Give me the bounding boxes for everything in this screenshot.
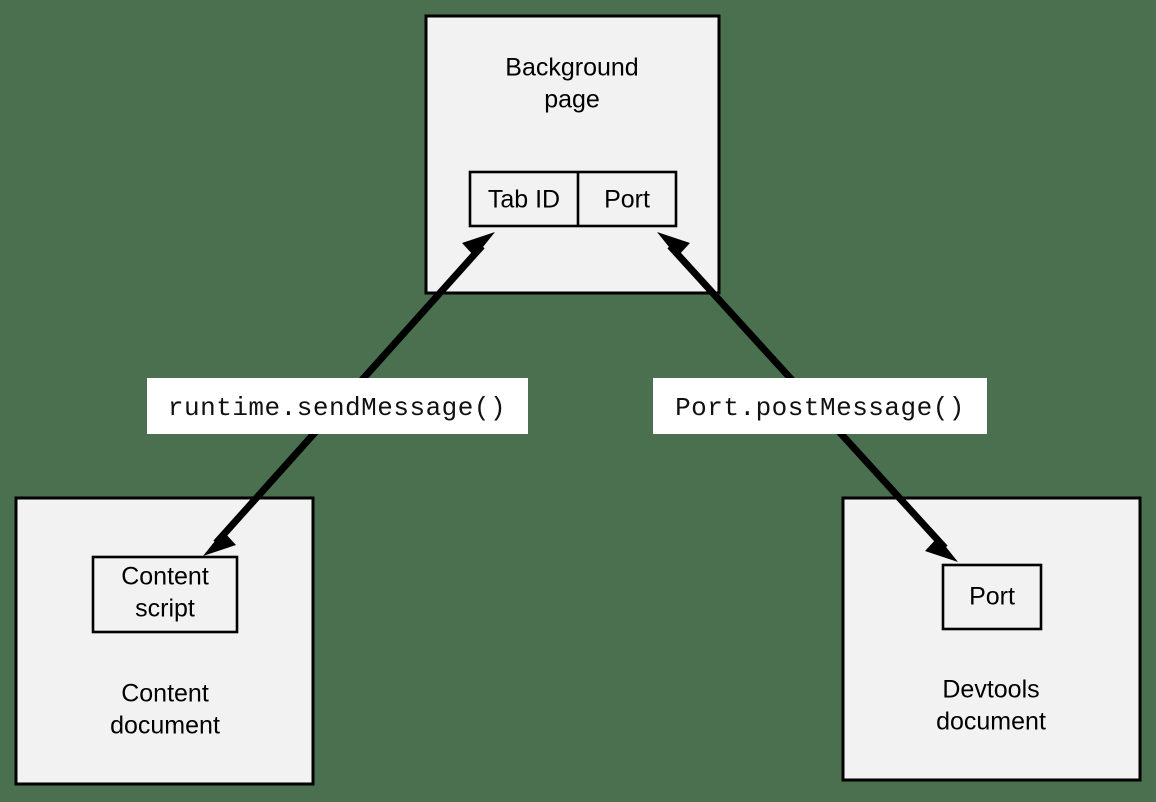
edge-label-plate-port-postmessage xyxy=(653,378,987,434)
edge-label-port-postmessage: Port.postMessage() xyxy=(675,393,965,423)
content-document-box xyxy=(14,496,315,786)
node-devtools-document: Port Devtools document xyxy=(841,496,1142,782)
map-cell-tab-id: Tab ID xyxy=(488,186,560,214)
arrow-head-to-tabid-port-map xyxy=(657,232,690,257)
arrow-head-to-devtools-port xyxy=(925,537,958,562)
edge-runtime-sendmessage: runtime.sendMessage() xyxy=(147,232,528,556)
devtools-document-label-line1: Devtools xyxy=(942,676,1039,704)
arrow-head-to-background-page xyxy=(462,232,495,257)
edge-label-runtime-sendmessage: runtime.sendMessage() xyxy=(168,393,506,423)
devtools-port-label: Port xyxy=(969,583,1015,611)
arrow-head-to-content-script xyxy=(203,531,236,556)
map-table-box xyxy=(468,170,678,228)
edge-port-postmessage: Port.postMessage() xyxy=(653,232,987,562)
devtools-document-box xyxy=(841,496,1142,782)
map-cell-port: Port xyxy=(604,186,650,214)
tabid-port-map-table: Tab ID Port xyxy=(468,170,678,228)
background-page-label-line2: page xyxy=(544,86,600,114)
background-page-label-line1: Background xyxy=(505,54,638,82)
edge-label-plate-runtime-sendmessage xyxy=(147,378,528,434)
content-script-box xyxy=(91,555,239,634)
devtools-port-box xyxy=(941,563,1043,631)
content-document-label-line2: document xyxy=(110,712,220,740)
devtools-document-label-line2: document xyxy=(936,708,1046,736)
content-script-label-line2: script xyxy=(135,595,195,623)
content-document-label-line1: Content xyxy=(121,680,209,708)
node-content-document: Content script Content document xyxy=(14,496,315,786)
content-script-label-line1: Content xyxy=(121,563,209,591)
